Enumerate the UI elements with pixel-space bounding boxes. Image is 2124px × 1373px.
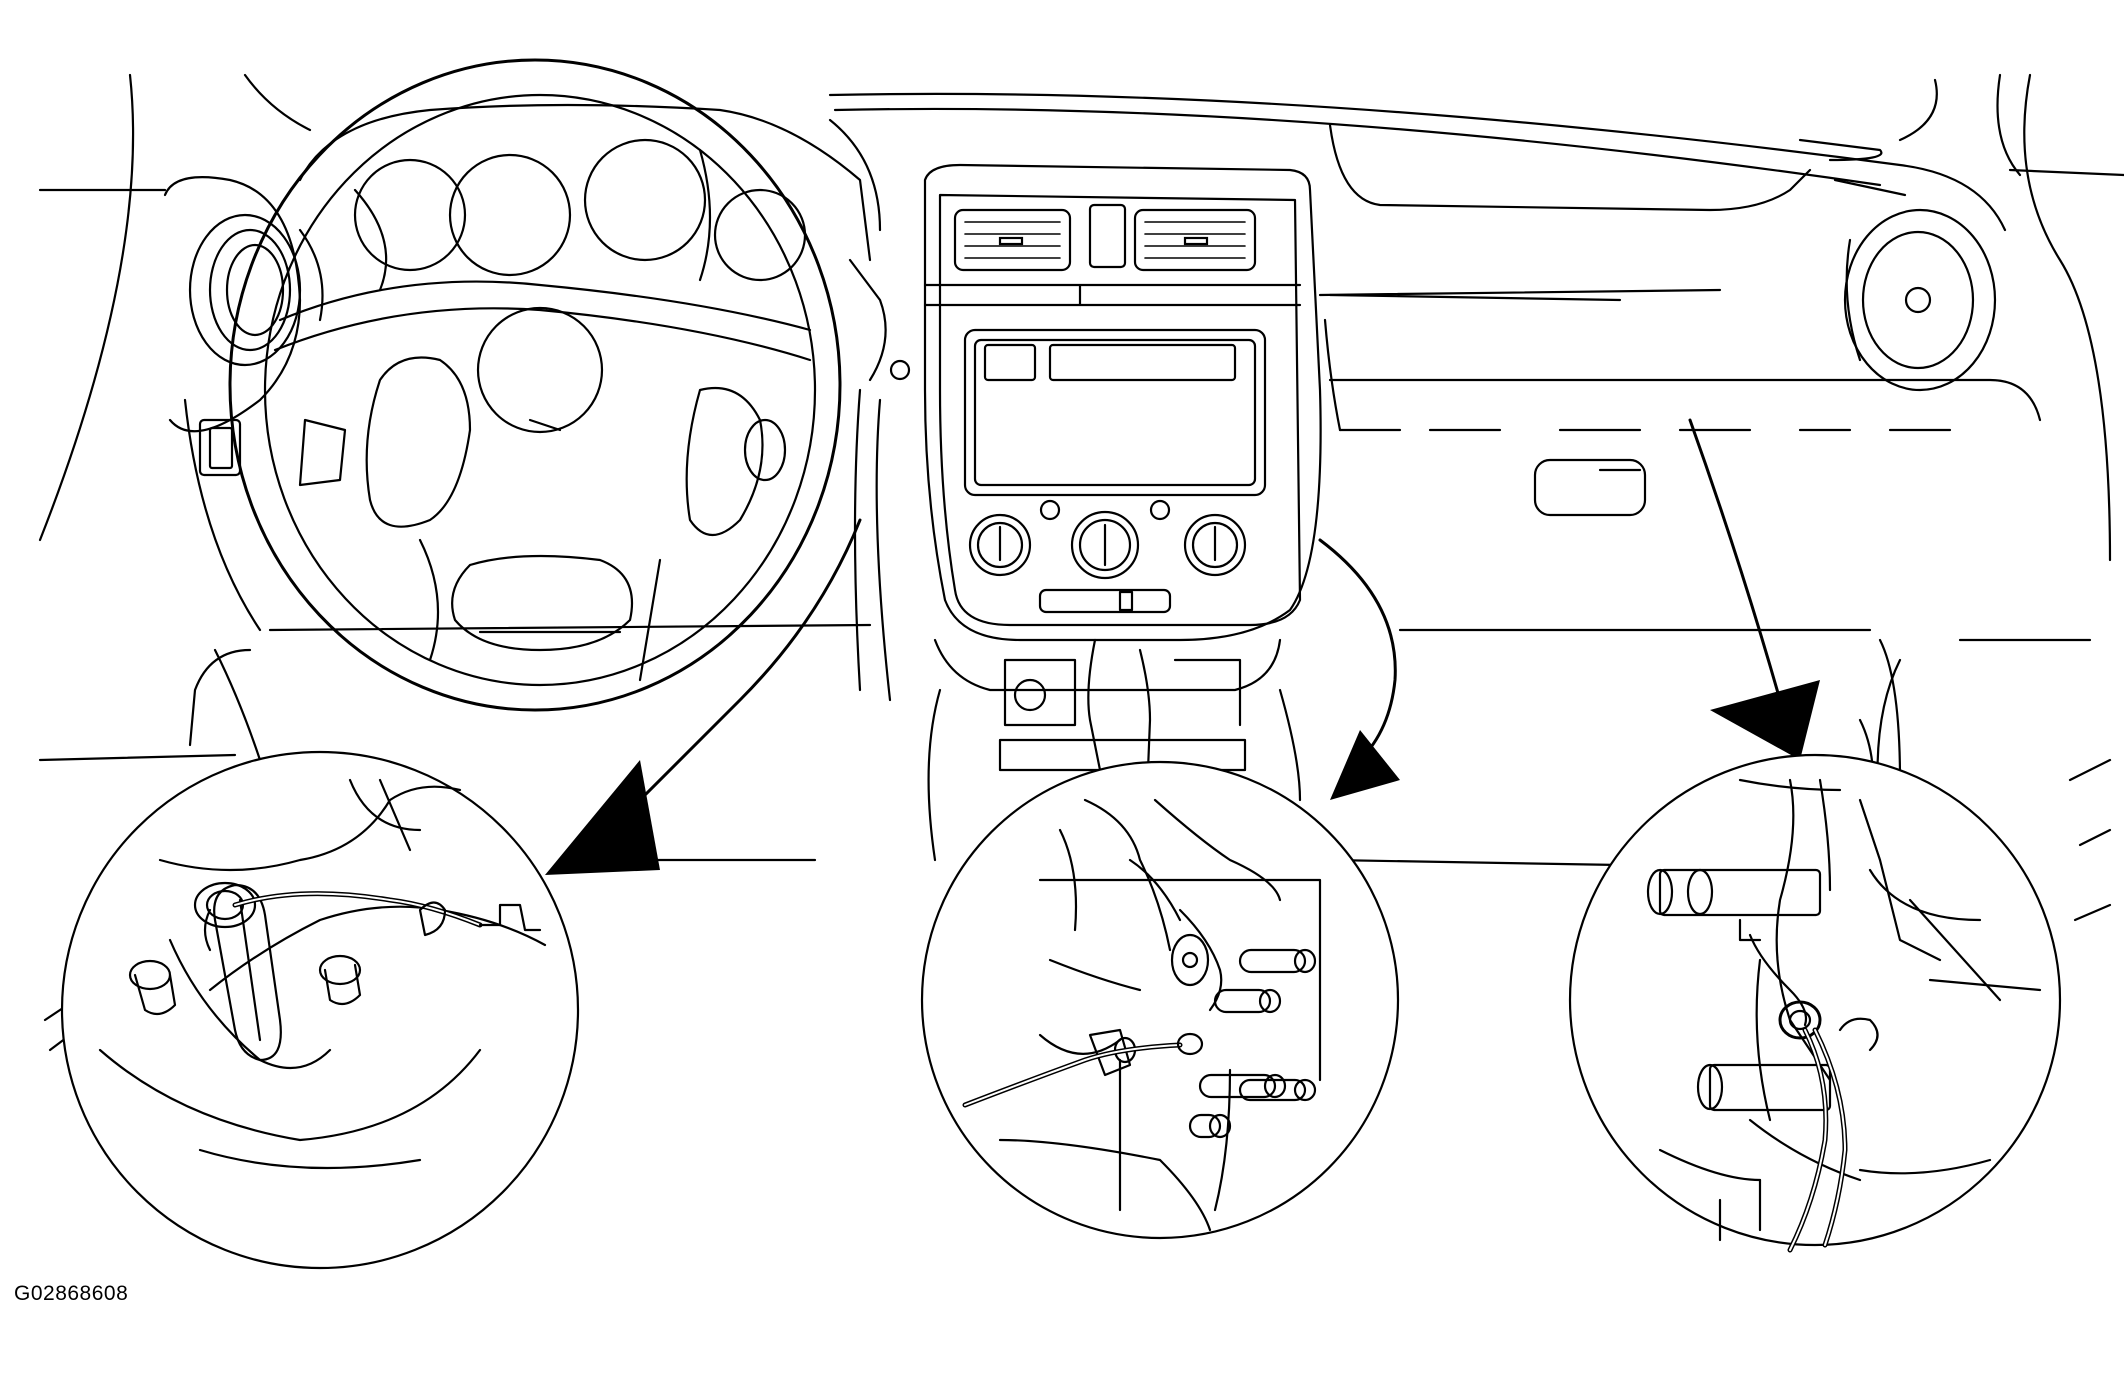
- center-console: [923, 163, 1322, 862]
- passenger-side-detail: [1568, 753, 2062, 1253]
- steering-wheel: [228, 58, 911, 712]
- center-console-detail: [920, 760, 1400, 1240]
- right-air-vent: [1843, 208, 1997, 392]
- figure-id-label: G02868608: [14, 1282, 129, 1305]
- instrument-cluster: [298, 103, 882, 282]
- arrow-to-driver-detail: [545, 518, 862, 875]
- left-switch-panel: [183, 398, 262, 762]
- driver-side-detail: [60, 750, 580, 1270]
- arrow-to-passenger-detail: [1688, 418, 1820, 760]
- left-air-vent: [163, 176, 302, 433]
- glovebox: [1318, 123, 1907, 517]
- arrow-to-console-detail: [1318, 538, 1400, 800]
- dashboard-outline: [38, 73, 2124, 1052]
